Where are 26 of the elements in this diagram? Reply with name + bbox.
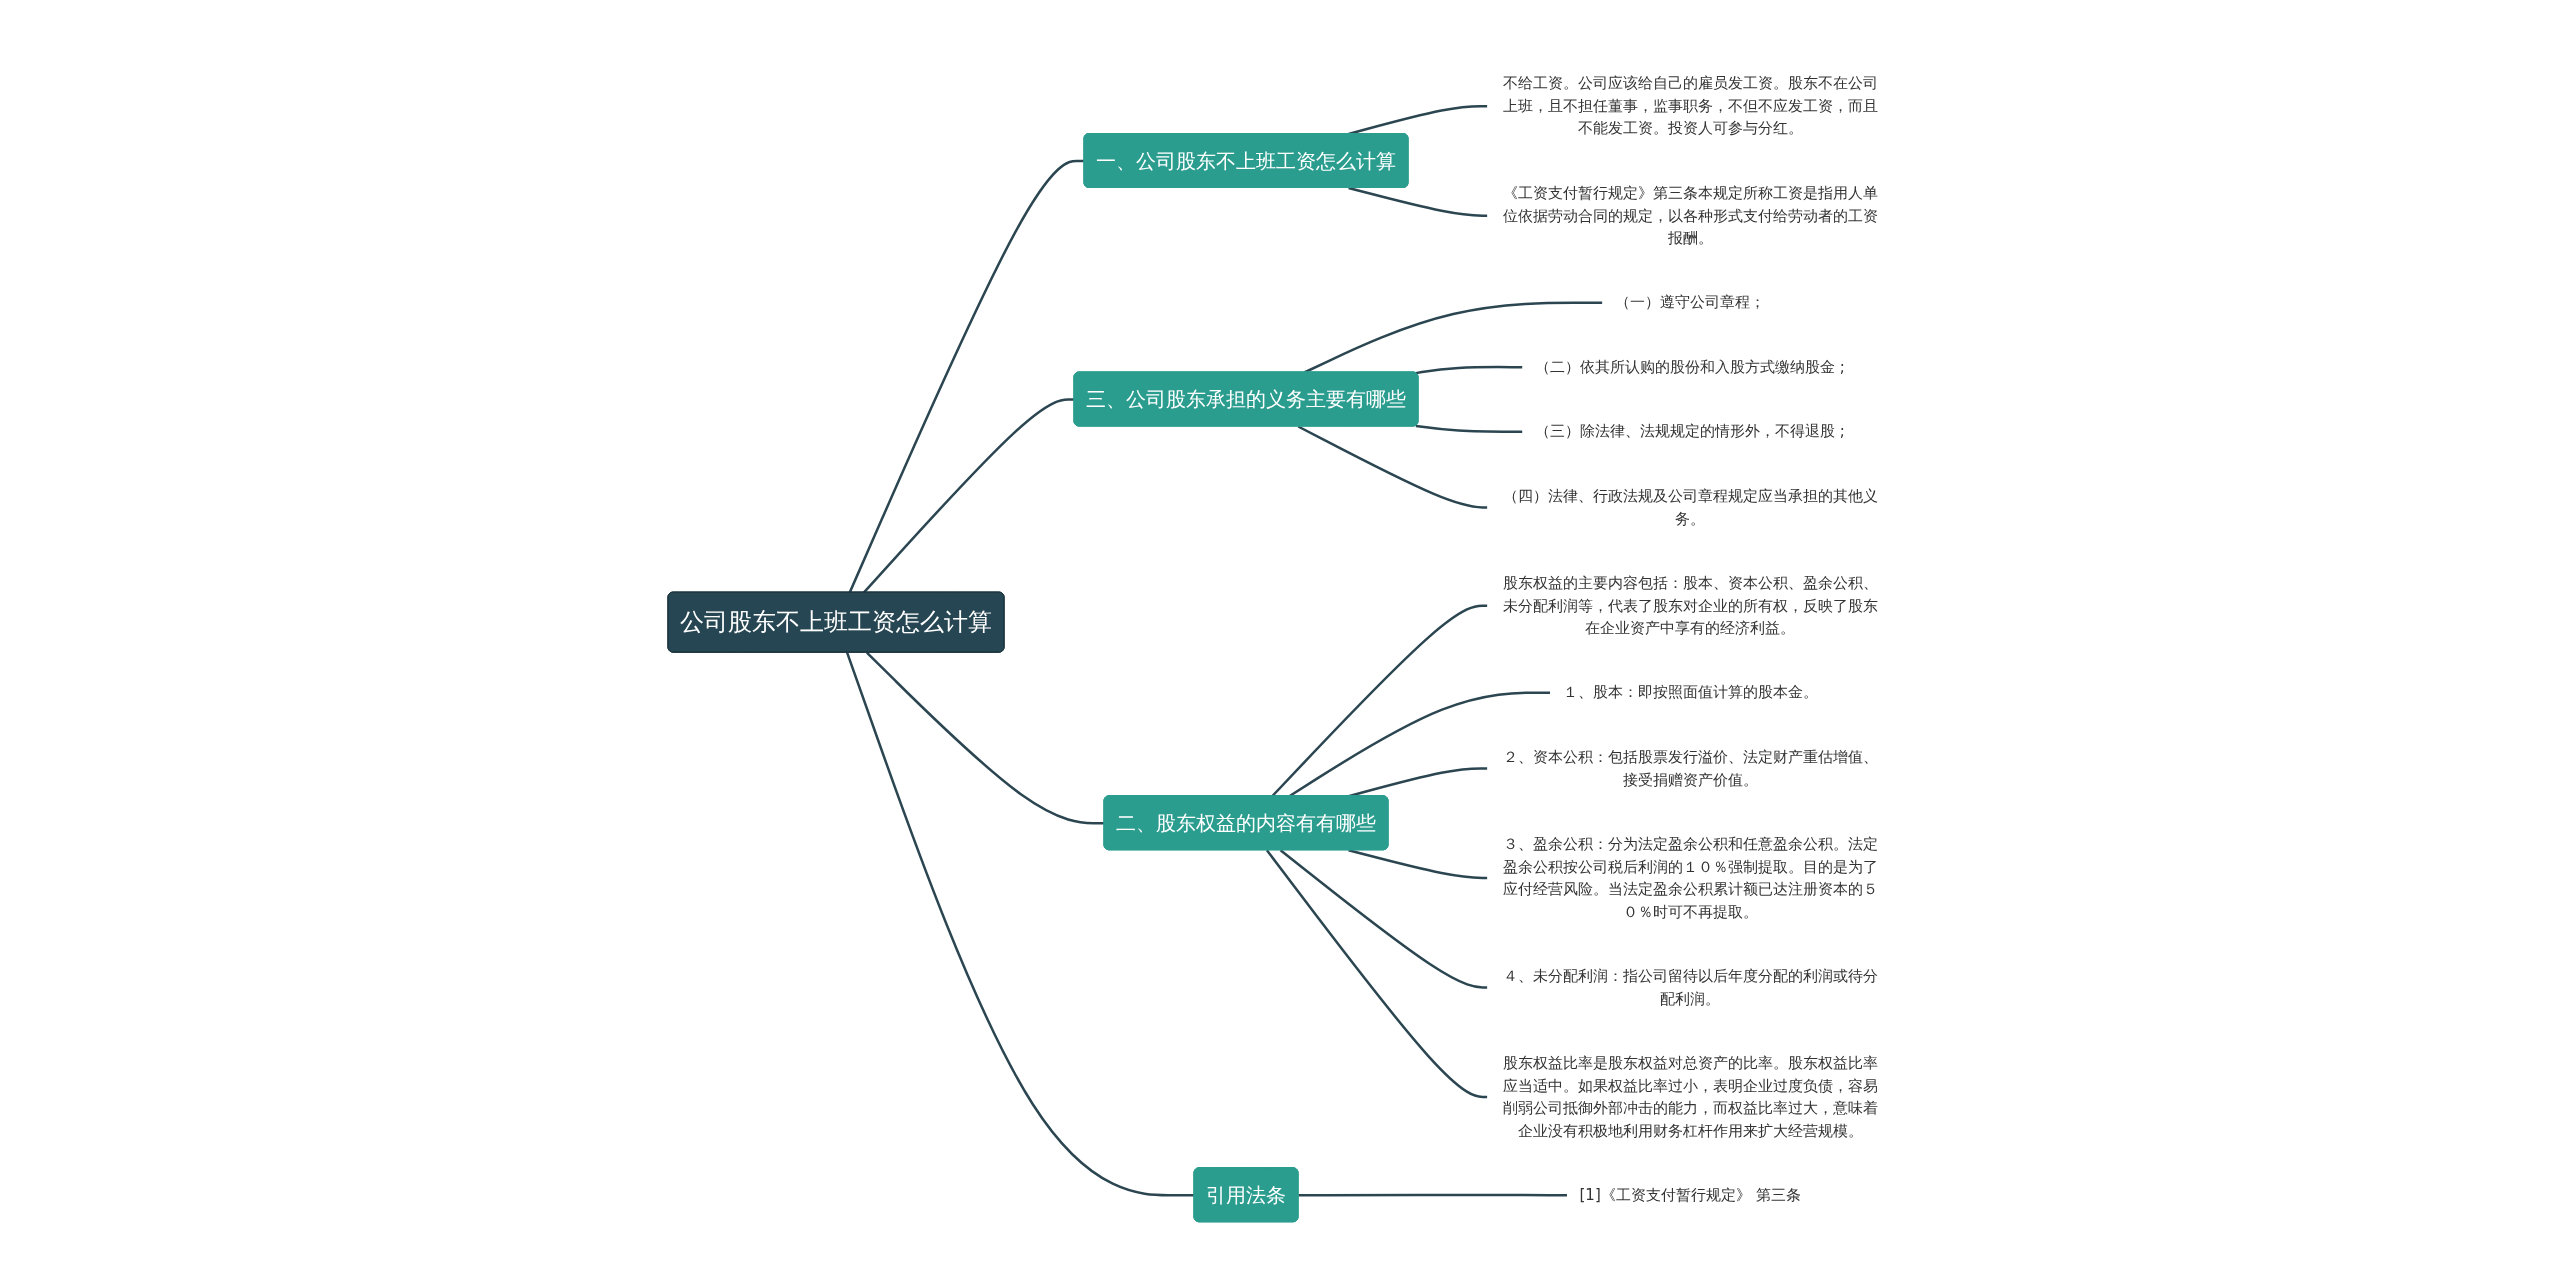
- connector: [1297, 425, 1489, 509]
- connector: [1415, 366, 1524, 375]
- node-text: ３、盈余公积：分为法定盈余公积和任意盈余公积。法定盈余公积按公司税后利润的１０％强制提取。目的是为了应付经营风险。当法定盈余公积累计额已达注册资本的５０％时可不再提取。: [1502, 834, 1878, 921]
- connector: [1348, 849, 1489, 880]
- node-text: [1]《工资支付暂行规定》 第三条: [1579, 1185, 1801, 1204]
- connector: [1415, 424, 1524, 434]
- node-text: 股东权益比率是股东权益对总资产的比率。股东权益比率应当适中。如果权益比率过小，表明企业过度负债，容易削弱公司抵御外部冲击的能力，而权益比率过大，意味着企业没有积极地利用财务杠杆作用来扩大经营规模。: [1502, 1053, 1878, 1140]
- connector: [845, 652, 1195, 1197]
- connector: [1348, 186, 1489, 218]
- node-text: （二）依其所认购的股份和入股方式缴纳股金 ;: [1535, 357, 1845, 376]
- node-text: （三）除法律、法规规定的情形外，不得退股 ;: [1535, 422, 1845, 441]
- connector: [1265, 849, 1489, 1099]
- node-text: （一）遵守公司章程；: [1615, 293, 1765, 312]
- connector: [848, 159, 1085, 594]
- connector: [862, 398, 1075, 594]
- connector: [866, 651, 1105, 825]
- node-text: 《工资支付暂行规定》第三条本规定所称工资是指用人单位依据劳动合同的规定，以各种形式支付给劳动者的工资报酬。: [1502, 183, 1878, 247]
- node-text: 不给工资。公司应该给自己的雇员发工资。股东不在公司上班，且不担任董事，监事职务，不但不应发工资，而且不能发工资。投资人可参与分红。: [1502, 74, 1878, 138]
- node-text: ４、未分配利润：指公司留待以后年度分配的利润或待分配利润。: [1502, 966, 1878, 1008]
- node-text: 股东权益的主要内容包括：股本、资本公积、盈余公积、未分配利润等，代表了股东对企业的所有权，反映了股东在企业资产中享有的经济利益。: [1502, 573, 1878, 637]
- connector: [1303, 301, 1604, 374]
- node-text: （四）法律、行政法规及公司章程规定应当承担的其他义务。: [1502, 486, 1878, 528]
- node-text: ２、资本公积：包括股票发行溢价、法定财产重估增值、接受捐赠资产价值。: [1502, 747, 1878, 789]
- connector: [1298, 1193, 1568, 1197]
- node-text: １、股本：即按照面值计算的股本金。: [1562, 683, 1818, 702]
- connector: [1279, 849, 1489, 989]
